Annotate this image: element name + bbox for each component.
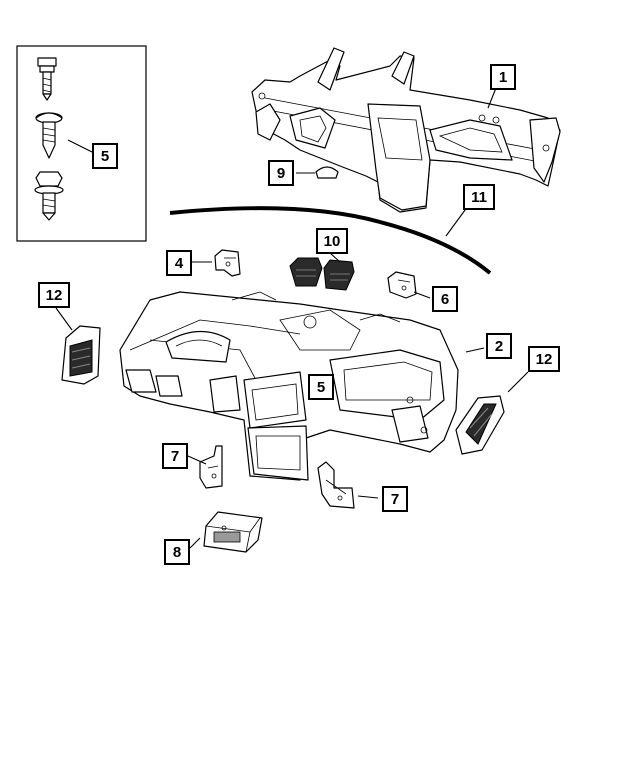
callout-10: 10 — [316, 228, 348, 254]
callout-2: 2 — [486, 333, 512, 359]
hex-flange-bolt — [34, 171, 64, 221]
callout-9: 9 — [268, 160, 294, 186]
pan-head-screw — [35, 112, 63, 159]
callout-5-main: 5 — [308, 374, 334, 400]
center-vents — [289, 252, 355, 291]
flange-bolt — [37, 57, 57, 101]
callout-7-left: 7 — [162, 443, 188, 469]
left-side-vent — [55, 307, 101, 385]
callout-12-left: 12 — [38, 282, 70, 308]
bracket-4 — [191, 249, 241, 277]
callout-8: 8 — [164, 539, 190, 565]
callout-5-inset: 5 — [92, 143, 118, 169]
callout-7-right: 7 — [382, 486, 408, 512]
bracket-7-right — [317, 461, 379, 509]
instrument-panel — [119, 291, 485, 481]
right-side-vent — [455, 371, 529, 455]
windshield-seal — [169, 205, 492, 275]
callout-6: 6 — [432, 286, 458, 312]
callout-11: 11 — [463, 184, 495, 210]
bracket-6 — [387, 271, 431, 299]
callout-4: 4 — [166, 250, 192, 276]
bracket-7-left — [187, 445, 223, 489]
callout-12-right: 12 — [528, 346, 560, 372]
cross-car-beam — [251, 47, 561, 213]
fastener-inset — [16, 45, 147, 242]
plug — [296, 166, 339, 179]
callout-1: 1 — [490, 64, 516, 90]
control-module — [189, 511, 263, 553]
